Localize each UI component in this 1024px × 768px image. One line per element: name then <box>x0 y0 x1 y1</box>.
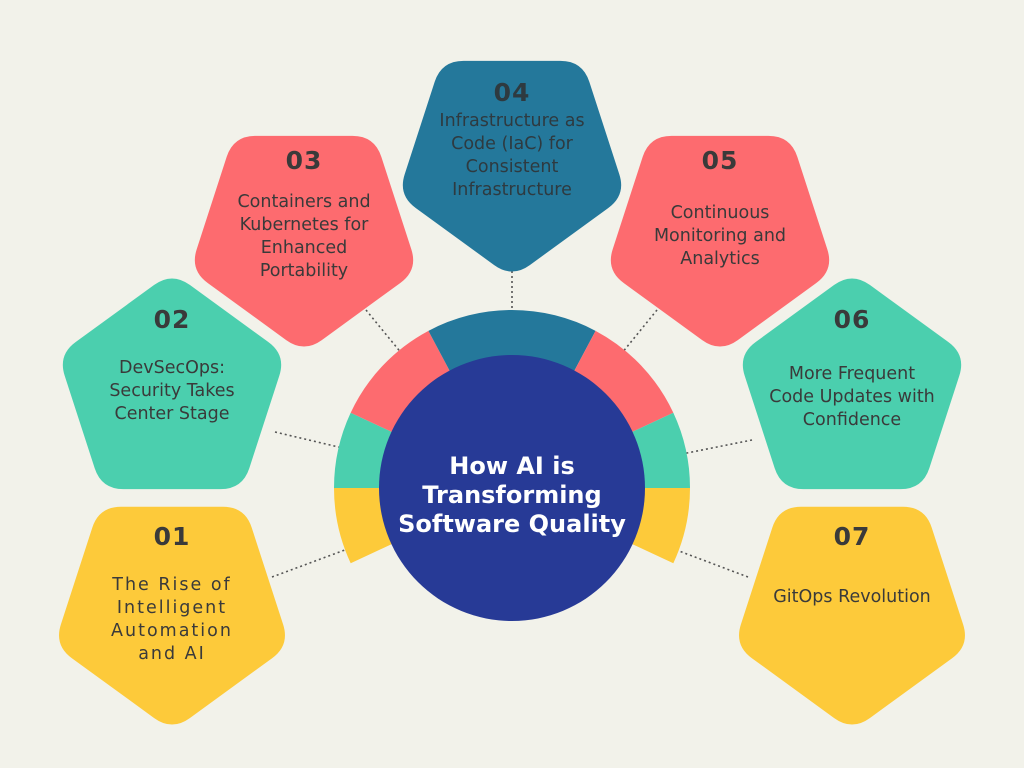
ring-segment-04 <box>428 310 596 375</box>
pentagon-01 <box>59 506 285 725</box>
ring-segment-03 <box>350 330 452 434</box>
pentagon-02 <box>62 278 282 490</box>
pentagon-03 <box>194 135 414 347</box>
connector-06 <box>511 439 753 489</box>
center-title: How AI is Transforming Software Quality <box>398 452 626 538</box>
pentagon-06 <box>742 278 962 490</box>
ring-segment-05 <box>572 330 674 434</box>
pentagon-07 <box>739 506 965 725</box>
pentagon-05 <box>610 135 830 347</box>
center-circle <box>379 355 645 621</box>
pentagon-04 <box>402 60 622 272</box>
